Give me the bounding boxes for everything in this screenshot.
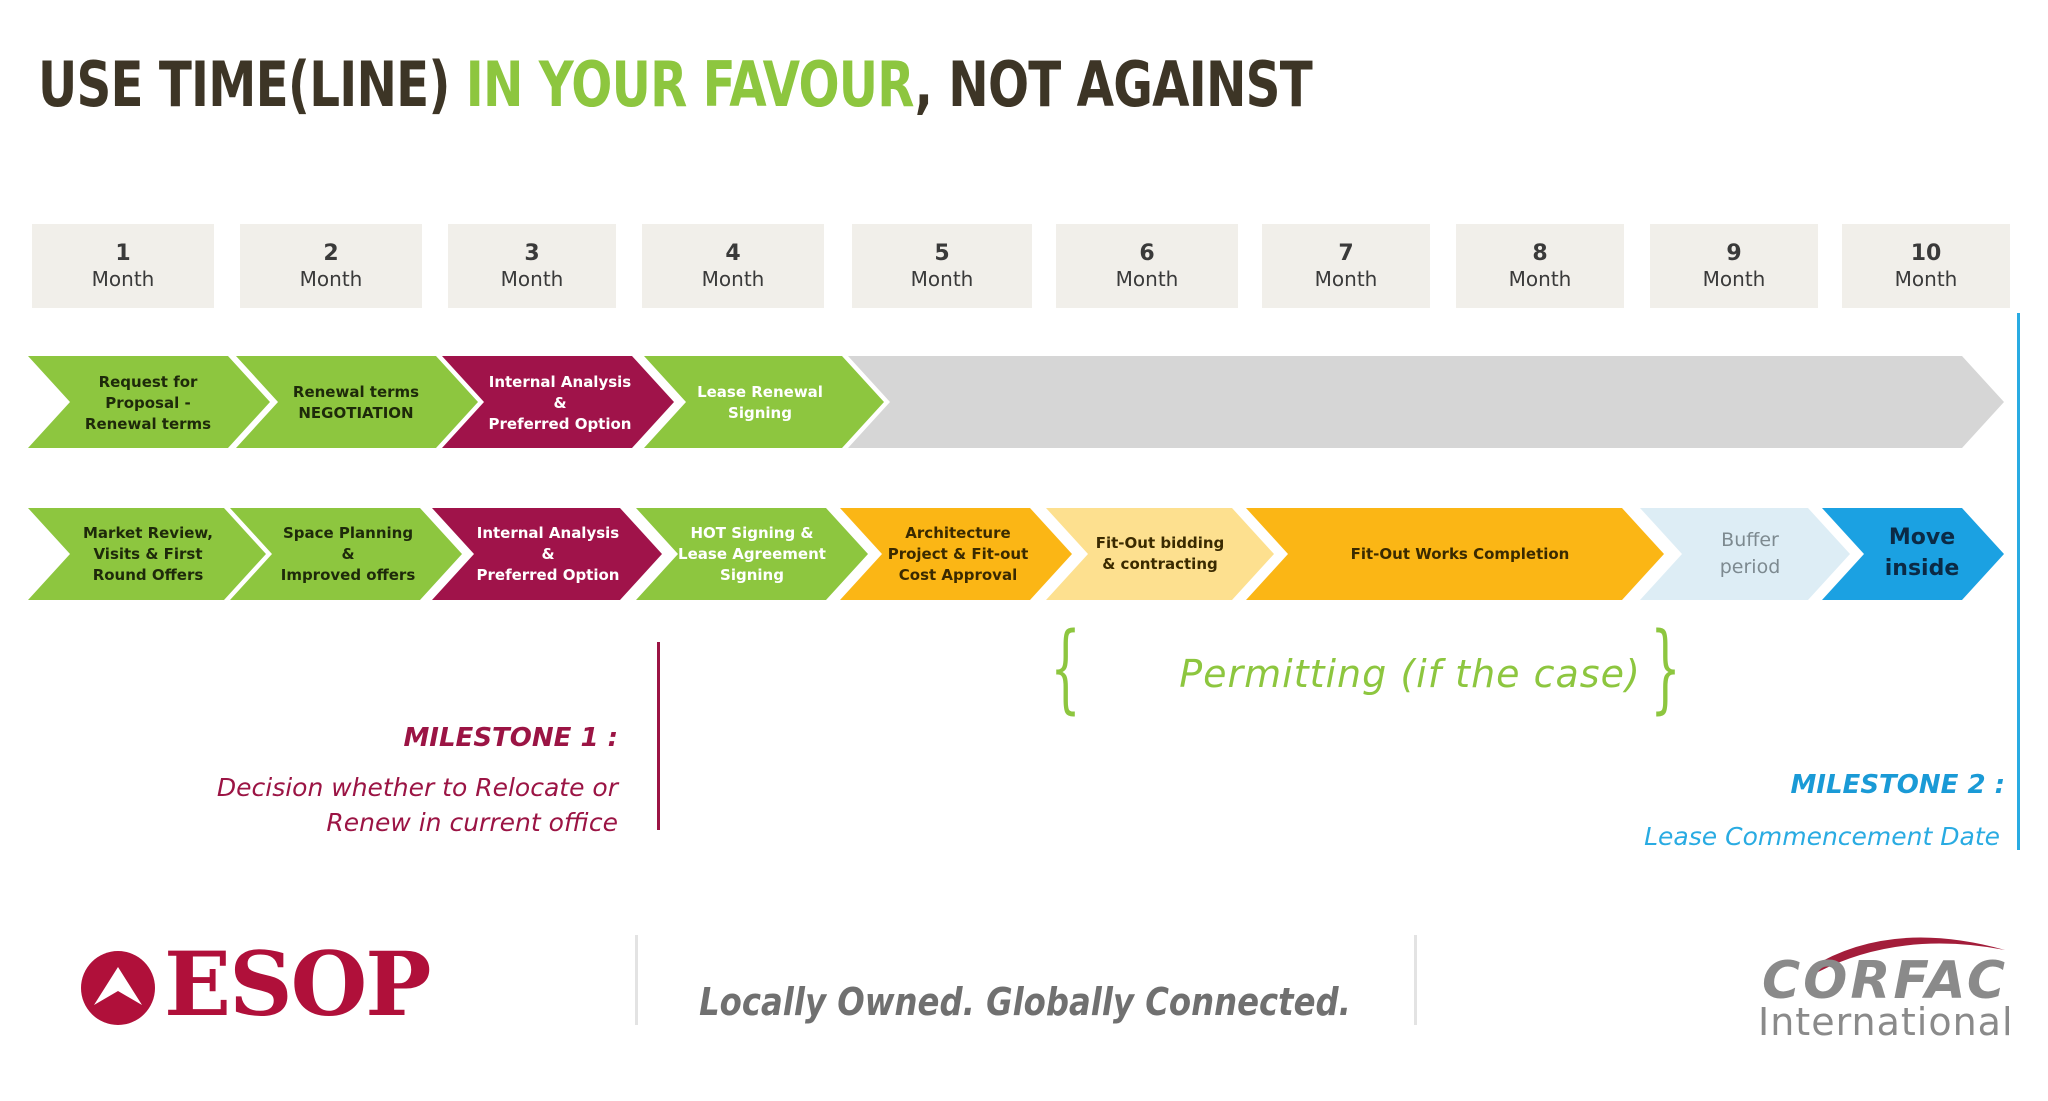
month-label: Month [500, 267, 564, 292]
month-label: Month [910, 267, 974, 292]
month-number: 8 [1532, 240, 1548, 266]
corfac-subtitle: International [1758, 1000, 2014, 1044]
month-number: 1 [115, 240, 131, 266]
month-label: Month [701, 267, 765, 292]
month-label: Month [1702, 267, 1766, 292]
renewal-step-4 [644, 356, 884, 448]
page-title: USE TIME(LINE) IN YOUR FAVOUR, NOT AGAIN… [38, 48, 1313, 121]
month-header-1: 1 Month [32, 224, 214, 308]
relocation-step-5 [840, 508, 1072, 600]
month-header-6: 6 Month [1056, 224, 1238, 308]
corfac-logo: CORFAC [1762, 951, 2009, 1011]
milestone-2-description: Lease Commencement Date [1644, 822, 2000, 851]
month-label: Month [1894, 267, 1958, 292]
relocation-step-9 [1822, 508, 2004, 600]
month-header-8: 8 Month [1456, 224, 1624, 308]
renewal-step-3 [442, 356, 674, 448]
month-label: Month [299, 267, 363, 292]
month-header-4: 4 Month [642, 224, 824, 308]
month-number: 4 [725, 240, 741, 266]
title-part-2: , NOT AGAINST [914, 48, 1313, 121]
month-number: 6 [1139, 240, 1155, 266]
month-number: 9 [1726, 240, 1742, 266]
month-label: Month [91, 267, 155, 292]
month-header-9: 9 Month [1650, 224, 1818, 308]
relocation-step-2 [230, 508, 462, 600]
month-number: 3 [524, 240, 540, 266]
month-label: Month [1508, 267, 1572, 292]
milestone-1-line [657, 642, 660, 830]
relocation-step-4 [636, 508, 868, 600]
relocation-step-7 [1246, 508, 1664, 600]
tagline: Locally Owned. Globally Connected. [699, 980, 1351, 1024]
milestone-1-description: Decision whether to Relocate or Renew in… [216, 773, 618, 837]
month-label: Month [1115, 267, 1179, 292]
month-header-7: 7 Month [1262, 224, 1430, 308]
esop-logo-icon [81, 951, 155, 1025]
permitting-label: Permitting (if the case) [1179, 652, 1641, 696]
footer-divider [635, 935, 638, 1025]
renewal-step-5 [848, 356, 2004, 448]
esop-logo: ESOP [164, 932, 431, 1036]
corfac-swoosh-icon [1810, 937, 2005, 972]
month-label: Month [1314, 267, 1378, 292]
month-header-2: 2 Month [240, 224, 422, 308]
month-header-5: 5 Month [852, 224, 1032, 308]
brace-right: } [1650, 612, 1681, 724]
renewal-step-1 [28, 356, 270, 448]
relocation-step-1 [28, 508, 266, 600]
relocation-step-3 [432, 508, 662, 600]
title-part-1: USE TIME(LINE) [38, 48, 466, 121]
month-number: 5 [934, 240, 950, 266]
milestone-2-title: MILESTONE 2 : [1790, 770, 2005, 800]
month-number: 2 [323, 240, 339, 266]
brace-left: { [1050, 612, 1081, 724]
month-header-3: 3 Month [448, 224, 616, 308]
relocation-step-8 [1640, 508, 1850, 600]
month-number: 7 [1338, 240, 1354, 266]
milestone-1-title: MILESTONE 1 : [403, 723, 618, 753]
footer-divider [1414, 935, 1417, 1025]
relocation-step-6 [1046, 508, 1274, 600]
month-header-10: 10 Month [1842, 224, 2010, 308]
milestone-2-line [2017, 313, 2020, 850]
month-number: 10 [1910, 240, 1942, 266]
renewal-step-2 [236, 356, 478, 448]
title-highlight: IN YOUR FAVOUR [465, 48, 916, 121]
